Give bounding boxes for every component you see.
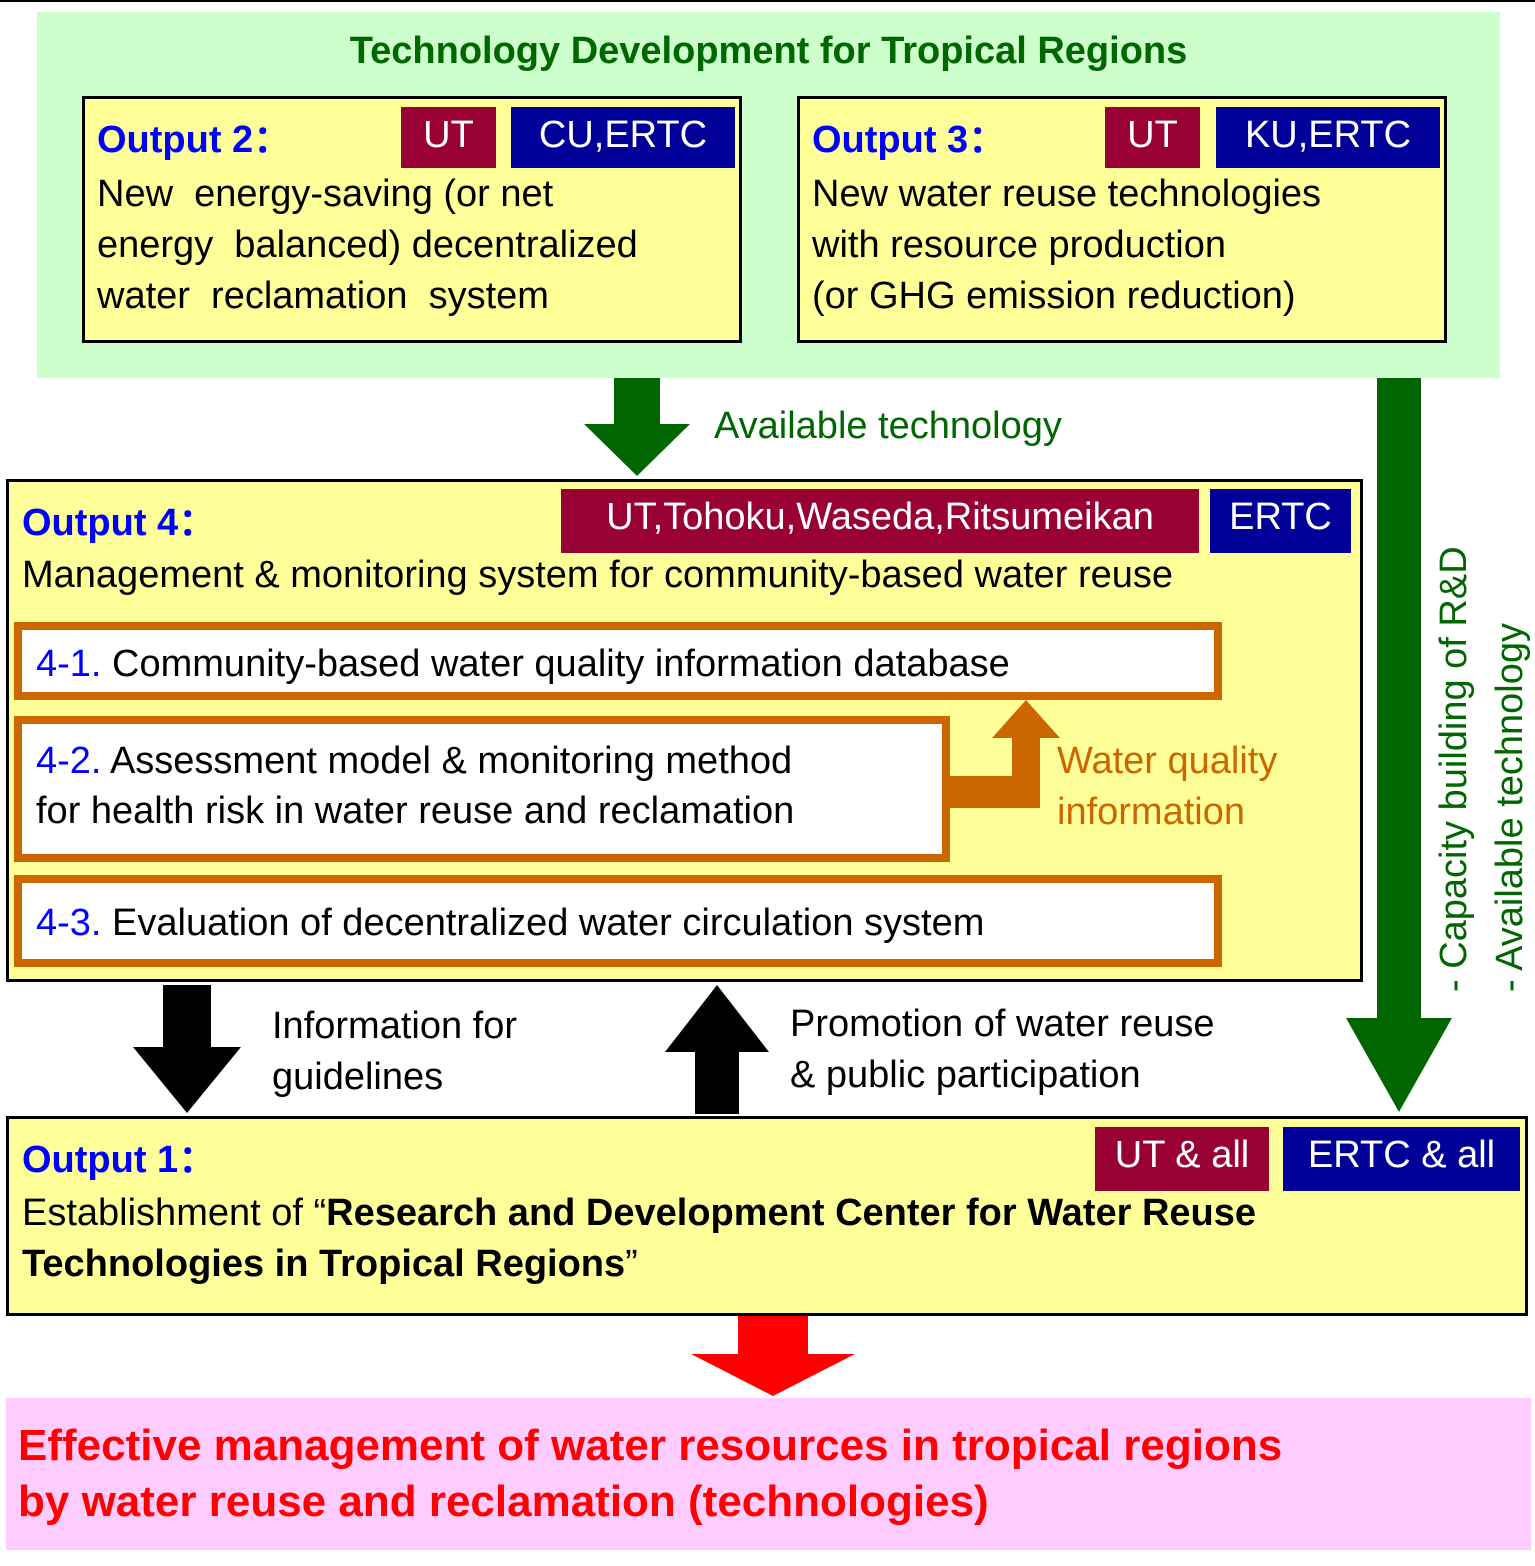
output1-center-name-line2: Technologies in Tropical Regions xyxy=(22,1243,626,1285)
top-border xyxy=(0,0,1535,2)
promotion-label: Promotion of water reuse & public partic… xyxy=(790,1003,1215,1096)
output1-prefix: Establishment of “ xyxy=(22,1192,327,1234)
output2-label: Output 2： xyxy=(97,119,292,161)
output1-tag-partner: ERTC & all xyxy=(1283,1127,1520,1191)
output4-description: Management & monitoring system for commu… xyxy=(22,554,1174,596)
goal-text: Effective management of water resources … xyxy=(18,1421,1283,1526)
output2-description: New energy-saving (or net energy balance… xyxy=(97,173,638,317)
output4-tag-local: ERTC xyxy=(1210,489,1351,553)
available-technology-arrow xyxy=(584,378,690,476)
output3-box: Output 3： UT KU,ERTC New water reuse tec… xyxy=(797,96,1447,343)
output4-label: Output 4： xyxy=(22,502,217,544)
output1-box: Output 1： UT & all ERTC & all Establishm… xyxy=(6,1116,1528,1316)
item-4-3-text: Evaluation of decentralized water circul… xyxy=(112,902,985,944)
item-4-1-number: 4-1. xyxy=(36,643,102,685)
tech-development-title: Technology Development for Tropical Regi… xyxy=(349,30,1188,72)
output2-box: Output 2： UT CU,ERTC New energy-saving (… xyxy=(82,96,742,343)
output3-tag-ut: UT xyxy=(1105,107,1200,168)
goal-arrow xyxy=(691,1316,855,1396)
capacity-building-arrow xyxy=(1346,378,1452,1112)
output2-tag-ut: UT xyxy=(401,107,496,168)
output3-tag-partner: KU,ERTC xyxy=(1216,107,1440,168)
output1-center-name-line1: Research and Development Center for Wate… xyxy=(326,1192,1257,1234)
goal-panel: Effective management of water resources … xyxy=(6,1398,1531,1550)
output1-label: Output 1： xyxy=(22,1139,217,1181)
item-4-2-text: Assessment model & monitoring method for… xyxy=(36,740,795,832)
information-for-guidelines-label: Information for guidelines xyxy=(272,1005,517,1098)
item-4-3: 4-3. Evaluation of decentralized water c… xyxy=(36,898,984,948)
output1-description-line1: Establishment of “Research and Developme… xyxy=(22,1188,1256,1239)
item-4-3-box: 4-3. Evaluation of decentralized water c… xyxy=(14,875,1222,967)
water-quality-information-label: Water quality information xyxy=(1057,740,1278,833)
item-4-1: 4-1. Community-based water quality infor… xyxy=(36,639,1010,689)
output4-tag-japan: UT,Tohoku,Waseda,Ritsumeikan xyxy=(561,489,1199,553)
item-4-1-box: 4-1. Community-based water quality infor… xyxy=(14,622,1222,700)
output2-tag-partner: CU,ERTC xyxy=(511,107,735,168)
item-4-2-box: 4-2. Assessment model & monitoring metho… xyxy=(14,716,950,862)
output3-label: Output 3： xyxy=(812,119,1007,161)
item-4-3-number: 4-3. xyxy=(36,902,102,944)
available-technology-label: Available technology xyxy=(714,405,1062,447)
item-4-1-text: Community-based water quality informatio… xyxy=(112,643,1010,685)
item-4-2: 4-2. Assessment model & monitoring metho… xyxy=(36,736,794,836)
output1-description-line2: Technologies in Tropical Regions” xyxy=(22,1239,638,1290)
output3-description: New water reuse technologies with resour… xyxy=(812,173,1322,317)
output1-suffix: ” xyxy=(625,1243,638,1285)
output1-tag-ut: UT & all xyxy=(1095,1127,1269,1191)
information-arrow xyxy=(133,985,241,1113)
item-4-2-number: 4-2. xyxy=(36,740,102,782)
promotion-arrow xyxy=(665,985,769,1114)
